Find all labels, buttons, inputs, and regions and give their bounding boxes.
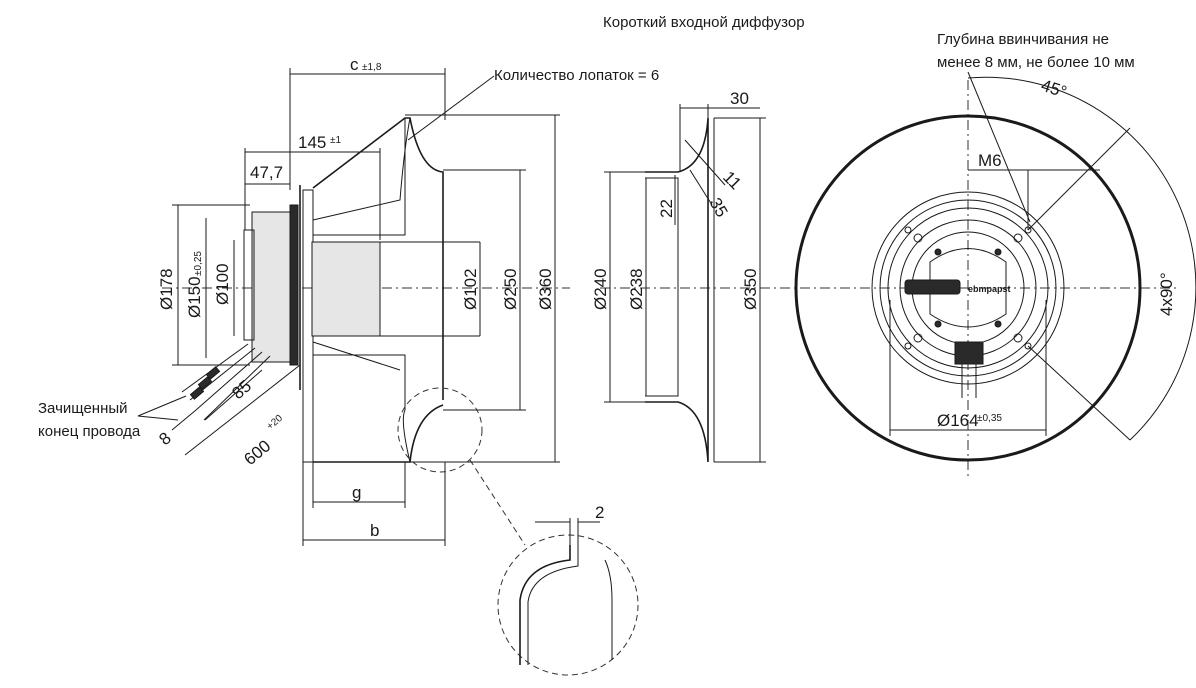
dim-360: Ø360: [536, 268, 555, 310]
dim-600-tol: +20: [265, 413, 285, 433]
dim-2: 2: [595, 503, 604, 522]
dim-4x90: 4x90°: [1157, 272, 1176, 316]
dim-164: Ø164: [937, 411, 979, 430]
dim-30: 30: [730, 89, 749, 108]
blade-count-leader: [407, 75, 495, 141]
screw-depth-leader: [967, 71, 1031, 223]
dim-g: g: [352, 483, 361, 502]
wire-leader-1: [137, 395, 187, 417]
dim-35: 35: [706, 195, 732, 221]
diffuser-section-view: 30 11 35 22 Ø240 Ø238 Ø350: [591, 89, 790, 463]
dim-85: 85: [228, 376, 255, 403]
dim-102: Ø102: [461, 268, 480, 310]
dim-145-tol: ±1: [330, 135, 341, 146]
detail-view: 2: [497, 503, 639, 676]
stripped-wire-label-1: Зачищенный: [38, 400, 128, 417]
dim-100: Ø100: [213, 263, 232, 305]
screw-depth-label-1: Глубина ввинчивания не: [937, 31, 1109, 48]
inlet-diffuser-label: Короткий входной диффузор: [603, 14, 805, 31]
side-view-dimensions: c ±1,8 145 ±1 47,7 Ø178 Ø150 ±0,25 Ø100 …: [155, 55, 560, 546]
dim-45deg: 45°: [1039, 76, 1069, 102]
blade-count-label: Количество лопаток = 6: [494, 67, 659, 84]
dim-238: Ø238: [627, 268, 646, 310]
fan-side-view: [162, 117, 570, 546]
brand-logo: ebmpapst: [968, 284, 1011, 294]
dim-150: Ø150: [185, 276, 204, 318]
dim-240: Ø240: [591, 268, 610, 310]
dim-150-tol: ±0,25: [193, 251, 204, 276]
dim-164-tol: ±0,35: [977, 413, 1002, 424]
dim-22: 22: [657, 199, 676, 218]
dim-m6: M6: [978, 151, 1002, 170]
dim-c-tol: ±1,8: [362, 62, 382, 73]
stripped-wire-label-2: конец провода: [38, 423, 141, 440]
dim-c: c: [350, 55, 359, 74]
dim-178: Ø178: [157, 268, 176, 310]
screw-depth-label-2: менее 8 мм, не более 10 мм: [937, 54, 1135, 71]
front-view: ebmpapst M6 45° 4x90° Ø164 ±0,35: [780, 76, 1196, 480]
dim-145: 145: [298, 133, 326, 152]
dim-8: 8: [155, 428, 174, 449]
dim-47-7: 47,7: [250, 163, 283, 182]
dim-350: Ø350: [741, 268, 760, 310]
dim-11: 11: [719, 167, 745, 193]
dim-b: b: [370, 521, 379, 540]
wire-leader-2: [137, 415, 179, 421]
dim-250: Ø250: [501, 268, 520, 310]
dim-600: 600: [240, 436, 274, 469]
